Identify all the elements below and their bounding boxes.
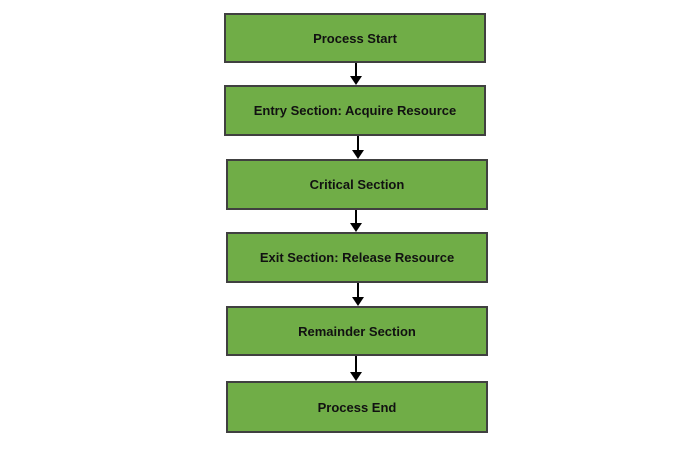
step-critical-section: Critical Section [226, 159, 488, 210]
step-label: Process End [317, 399, 397, 415]
arrow-1 [349, 63, 363, 85]
step-process-start: Process Start [224, 13, 486, 63]
step-label: Process Start [313, 30, 397, 46]
arrow-4 [351, 283, 365, 306]
step-label: Entry Section: Acquire Resource [253, 103, 457, 118]
step-process-end: Process End [226, 381, 488, 433]
arrow-5 [349, 356, 363, 381]
step-label: Remainder Section [298, 323, 416, 339]
step-label: Critical Section [309, 177, 405, 192]
step-label: Exit Section: Release Resource [259, 250, 455, 265]
step-remainder-section: Remainder Section [226, 306, 488, 356]
arrow-3 [349, 210, 363, 232]
step-entry-section: Entry Section: Acquire Resource [224, 85, 486, 136]
arrow-2 [351, 136, 365, 159]
step-exit-section: Exit Section: Release Resource [226, 232, 488, 283]
